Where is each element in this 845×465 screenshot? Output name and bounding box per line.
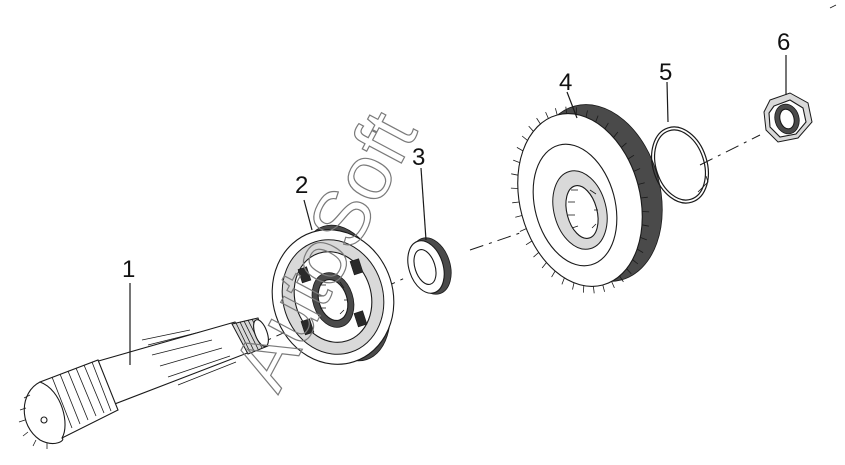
callout-2: 2 [295,172,308,199]
gear-tooth [621,142,627,148]
gear-tooth [516,147,524,152]
gear-tooth [565,106,567,114]
leader-lines [129,55,787,365]
gear-tooth [513,159,520,163]
corner-mark [829,4,837,9]
gear-tooth [633,168,641,172]
gear-tooth [632,259,639,265]
callout-3: 3 [412,144,425,171]
gear-tooth [533,252,539,258]
leader-3 [420,167,427,241]
gear-tooth [595,115,599,123]
gear-tooth [641,224,649,227]
gear-tooth [555,108,558,116]
gear-tooth [515,215,523,218]
gear-tooth [637,182,645,185]
gear-tooth [551,270,556,278]
gear-tooth [536,117,541,125]
gear-tooth [512,201,520,204]
gear-tooth [521,135,528,141]
callout-1: 1 [122,256,135,283]
part-6-hex-nut [763,92,813,143]
gear-tooth [593,286,595,294]
callout-6: 6 [777,29,790,56]
gear-tooth [511,173,519,176]
leader-2 [303,199,313,231]
leader-5 [666,81,669,123]
gear-tooth [611,281,615,289]
gear-tooth [541,262,547,269]
gear-tooth [602,284,605,292]
callout-5: 5 [659,59,672,86]
part-1-splined-shaft [18,317,269,449]
gear-tooth [525,240,533,246]
gear-tooth [627,154,635,160]
gear-tooth [545,111,549,119]
part-3-spacer-ring [407,237,452,295]
gear-tooth [619,275,624,283]
leader-4 [566,91,578,119]
gear-tooth [585,110,588,118]
gear-tooth [640,196,648,199]
callout-4: 4 [559,69,572,96]
gear-tooth [640,237,647,241]
gear-tooth [561,277,565,285]
gear-tooth [528,125,534,132]
gear-tooth [613,131,619,138]
gear-tooth [636,248,644,253]
gear-tooth [519,228,527,232]
part-5-snap-ring [651,126,709,204]
part-2-synchronizer-hub [271,224,395,365]
part-4-gear [510,104,663,294]
gear-tooth [572,282,575,290]
gear-tooth [626,268,632,275]
gear-tooth [604,122,609,130]
